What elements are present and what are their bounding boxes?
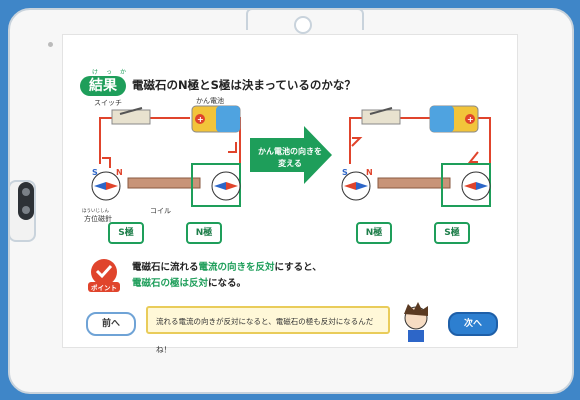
pole-label-left: S極 <box>108 222 144 244</box>
character-icon <box>404 302 428 342</box>
camera-lens-icon <box>22 188 30 196</box>
left-circuit-diagram: + <box>91 105 241 207</box>
point-label: ポイント <box>88 282 120 292</box>
pole-label-right: N極 <box>186 222 222 244</box>
home-button[interactable] <box>294 16 312 34</box>
indicator-dot <box>48 42 53 47</box>
switch-lever <box>119 107 143 115</box>
prev-button[interactable]: 前へ <box>86 312 136 336</box>
coil-icon <box>127 177 201 189</box>
point-line1-a: 電磁石に流れる <box>132 262 199 273</box>
current-arrow-icon <box>228 142 237 153</box>
battery-body <box>430 106 454 132</box>
badge-ruby: けっか <box>92 69 135 76</box>
current-arrow-icon <box>467 151 479 163</box>
camera-lens-icon <box>22 206 30 214</box>
n-marker: N <box>116 168 123 177</box>
svg-text:+: + <box>467 115 474 124</box>
point-line1-b: 電流の向きを反対 <box>198 262 275 273</box>
coil-label: コイル <box>150 207 171 215</box>
current-arrow-icon <box>102 157 111 168</box>
switch-lever <box>369 107 393 115</box>
right-circuit-diagram: + <box>341 105 491 207</box>
svg-text:+: + <box>197 115 204 124</box>
change-arrow-label: かん電池の向きを変える <box>258 147 322 168</box>
switch-icon <box>361 109 401 125</box>
battery-body <box>216 106 240 132</box>
page-title: 電磁石のN極とS極は決まっているのかな？ <box>132 78 356 92</box>
battery-plus-icon <box>195 114 205 124</box>
result-badge: 結果 <box>80 76 126 96</box>
pole-label-left: N極 <box>356 222 392 244</box>
point-line1-c: にすると、 <box>274 262 322 273</box>
coil-icon <box>377 177 451 189</box>
battery-plus-icon <box>465 114 475 124</box>
compass-label: 方位磁針 <box>84 215 112 223</box>
compass-ruby: ほういじしん <box>82 209 109 214</box>
s-marker: S <box>342 168 348 177</box>
point-line2-b: になる。 <box>208 278 247 289</box>
camera-icon <box>18 182 34 220</box>
point-icon <box>91 259 117 285</box>
current-arrow-icon <box>351 137 363 147</box>
switch-label: スイッチ <box>94 99 122 107</box>
wire-top-left <box>349 117 440 136</box>
point-line2-a: 電磁石の極は反対 <box>132 278 209 289</box>
battery-label: かん電池 <box>196 97 224 105</box>
point-text: 電磁石に流れる電流の向きを反対にすると、 電磁石の極は反対になる。 <box>132 260 322 292</box>
pole-label-right: S極 <box>434 222 470 244</box>
s-marker: S <box>92 168 98 177</box>
n-marker: N <box>366 168 373 177</box>
switch-icon <box>111 109 151 125</box>
message-box: 流れる電流の向きが反対になると、電磁石の極も反対になるんだね！ <box>146 306 390 354</box>
change-arrow-icon <box>250 126 332 184</box>
wire-top-left <box>99 117 190 136</box>
next-button[interactable]: 次へ <box>448 312 498 336</box>
